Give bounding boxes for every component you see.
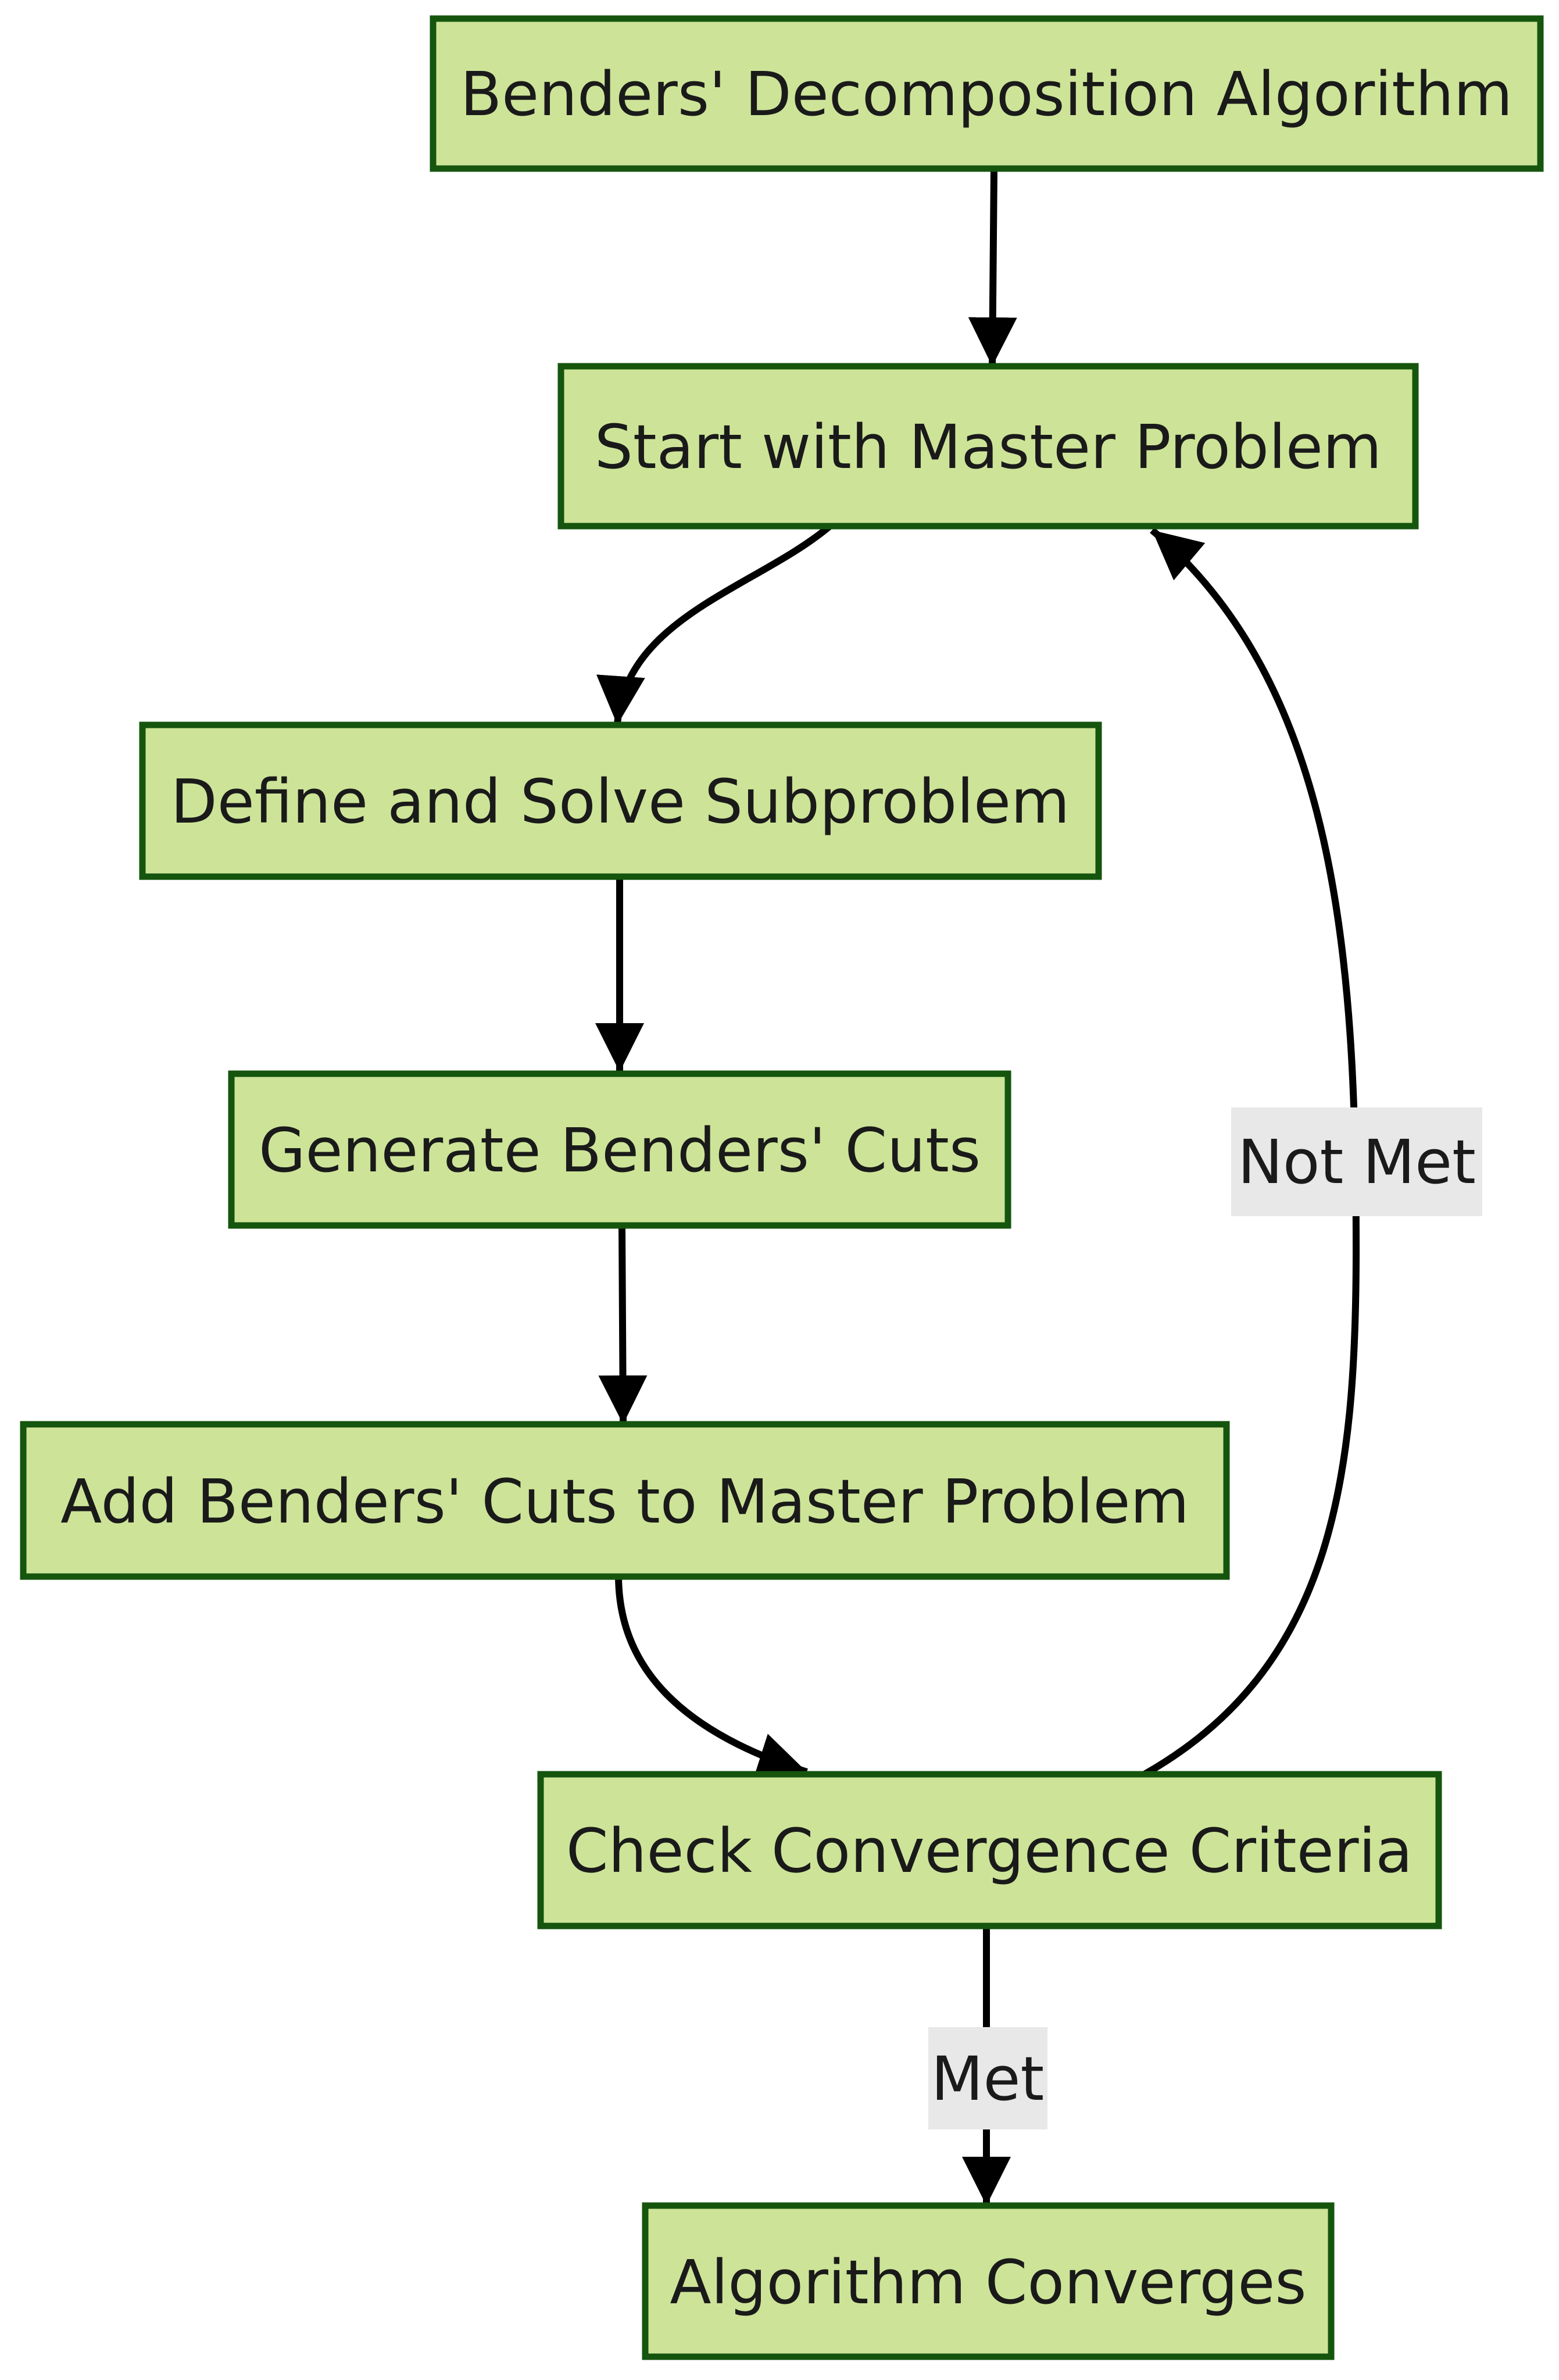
edge-label-met-text: Met	[931, 2043, 1045, 2114]
edge-master-to-subproblem-arrow	[596, 522, 834, 726]
edge-label-met: Met	[928, 2027, 1047, 2129]
node-add-benders-cuts-to-master-problem: Add Benders' Cuts to Master Problem	[20, 1421, 1230, 1580]
node-start-with-master-problem: Start with Master Problem	[557, 363, 1419, 530]
edge-group	[595, 169, 1360, 2206]
node-start-with-master-problem-box	[557, 363, 1419, 530]
node-define-and-solve-subproblem: Define and Solve Subproblem	[139, 721, 1102, 880]
node-benders-decomposition-algorithm-box	[430, 15, 1544, 172]
node-algorithm-converges-label: Algorithm Converges	[670, 2247, 1306, 2318]
edge-label-not-met-text: Not Met	[1238, 1127, 1476, 1198]
edge-addcuts-to-check-arrow	[615, 1575, 808, 1781]
edge-cuts-to-addcuts-arrow	[598, 1226, 648, 1425]
edge-not-met-loop-arrow	[1143, 527, 1360, 1778]
node-benders-decomposition-algorithm: Benders' Decomposition Algorithm	[430, 15, 1544, 172]
node-check-convergence-criteria-box	[537, 1771, 1442, 1929]
edge-label-not-met: Not Met	[1231, 1107, 1482, 1216]
node-check-convergence-criteria: Check Convergence Criteria	[537, 1771, 1442, 1929]
node-define-and-solve-subproblem-label: Define and Solve Subproblem	[171, 766, 1070, 837]
node-define-and-solve-subproblem-box	[139, 721, 1102, 880]
edge-start-arrow	[968, 169, 1017, 367]
node-add-benders-cuts-to-master-problem-box	[20, 1421, 1230, 1580]
node-start-with-master-problem-label: Start with Master Problem	[595, 412, 1382, 483]
node-generate-benders-cuts-label: Generate Benders' Cuts	[259, 1115, 981, 1186]
node-add-benders-cuts-to-master-problem-label: Add Benders' Cuts to Master Problem	[60, 1466, 1189, 1537]
edge-label-met-background	[928, 2027, 1047, 2129]
edge-label-not-met-background	[1231, 1107, 1482, 1216]
node-algorithm-converges-box	[642, 2202, 1335, 2360]
node-algorithm-converges: Algorithm Converges	[642, 2202, 1335, 2360]
node-generate-benders-cuts-box	[228, 1070, 1011, 1229]
node-generate-benders-cuts: Generate Benders' Cuts	[228, 1070, 1011, 1229]
node-benders-decomposition-algorithm-label: Benders' Decomposition Algorithm	[460, 59, 1512, 130]
node-check-convergence-criteria-label: Check Convergence Criteria	[566, 1816, 1413, 1886]
